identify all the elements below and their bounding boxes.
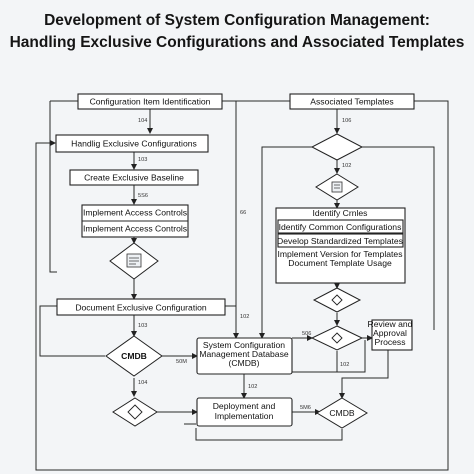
- node-associated-templates[interactable]: Associated Templates: [289, 93, 415, 110]
- node-system-config-mgmt-db[interactable]: System Configuration Management Database…: [196, 337, 293, 375]
- edge-label-104-top: 104: [138, 118, 147, 124]
- node-deployment-implementation[interactable]: Deployment and Implementation: [196, 397, 293, 427]
- config-item-identification-label: Configuration Item Identification: [90, 97, 211, 107]
- scmdb-label-3: (CMDB): [228, 358, 259, 368]
- review-label-2: Approval: [373, 328, 407, 338]
- document-icon: [126, 253, 142, 268]
- access-controls-label-2: Implement Access Controls: [83, 224, 187, 234]
- node-document-exclusive[interactable]: Document Exclusive Configuration: [56, 298, 226, 316]
- edge-diamond-left-down: [259, 146, 312, 339]
- node-config-item-identification[interactable]: Configuration Item Identification: [77, 93, 223, 110]
- identify-common-label: Identify Common Configurations: [279, 222, 402, 232]
- decision-cmdb-left[interactable]: CMDB: [105, 335, 163, 377]
- develop-standardized-label: Develop Standardized Templates: [277, 236, 403, 246]
- edge-label-5s6: 5S6: [138, 193, 148, 199]
- connectors: [35, 100, 449, 471]
- edge-label-102-bottom-right: 102: [340, 362, 349, 368]
- edge-label-5m6: 5M6: [300, 405, 311, 411]
- scmdb-label-1: System Configuration: [203, 340, 285, 350]
- node-access-controls[interactable]: Implement Access Controls Implement Acce…: [81, 204, 189, 238]
- edge-label-506: 506: [302, 331, 311, 337]
- create-baseline-label: Create Exclusive Baseline: [84, 173, 184, 183]
- decision-cmdb-bottom[interactable]: CMDB: [316, 397, 368, 429]
- decision-diamond-right-4[interactable]: [310, 325, 364, 351]
- edge-right-outer: [362, 146, 435, 330]
- edge-bottom-return-left: [35, 140, 56, 465]
- diagram-title-line-2: Handling Exclusive Configurations and As…: [9, 34, 465, 51]
- decision-diamond-left[interactable]: [109, 242, 159, 280]
- edge-review-to-cmdb: [339, 350, 389, 399]
- edge-left-outer-loop: [49, 101, 57, 273]
- implement-version-label: Implement Version for Templates: [278, 249, 403, 259]
- review-label-3: Process: [374, 337, 405, 347]
- document-icon: [331, 181, 343, 193]
- node-review-approval[interactable]: Review and Approval Process: [368, 319, 413, 351]
- cmdb-left-label: CMDB: [121, 351, 147, 361]
- decision-diamond-bottom-left[interactable]: [112, 397, 158, 427]
- access-controls-label-1: Implement Access Controls: [83, 208, 187, 218]
- node-handling-exclusive[interactable]: Handlig Exclusive Configurations: [55, 134, 209, 153]
- identify-crnles-label: Identify Crnles: [313, 208, 368, 218]
- handling-exclusive-label: Handlig Exclusive Configurations: [71, 139, 197, 149]
- review-label-1: Review and: [368, 319, 413, 329]
- deployment-label-2: Implementation: [215, 411, 274, 421]
- edge-label-102-right: 102: [342, 163, 351, 169]
- node-identify-group[interactable]: Identify Crnles Identify Common Configur…: [275, 207, 406, 284]
- scmdb-label-2: Management Database: [199, 349, 289, 359]
- edge-right-to-scmdb: [290, 340, 366, 373]
- edge-label-50m: 50M: [176, 359, 187, 365]
- diagram-title-line-1: Development of System Configuration Mana…: [44, 12, 430, 29]
- edge-label-66: 66: [240, 210, 246, 216]
- node-create-baseline[interactable]: Create Exclusive Baseline: [69, 169, 199, 186]
- associated-templates-label: Associated Templates: [310, 97, 393, 107]
- edge-label-103-top: 103: [138, 157, 147, 163]
- deployment-label-1: Deployment and: [213, 401, 276, 411]
- edge-label-106: 106: [342, 118, 351, 124]
- edge-label-102-lower: 102: [248, 384, 257, 390]
- decision-diamond-right-2[interactable]: [315, 173, 359, 201]
- edge-labels: 104 103 5S6 103 104 106 102 66 102 506 5…: [138, 118, 351, 411]
- cmdb-bottom-label: CMDB: [329, 408, 355, 418]
- document-exclusive-label: Document Exclusive Configuration: [75, 303, 207, 313]
- decision-diamond-right-1[interactable]: [310, 133, 364, 161]
- decision-diamond-right-3[interactable]: [312, 287, 362, 313]
- edge-outer-right-loop: [35, 100, 449, 471]
- edge-cmdb-bottom-loop: [195, 428, 343, 441]
- edge-label-103-mid: 103: [138, 323, 147, 329]
- edge-label-104-bottom: 104: [138, 380, 147, 386]
- edge-left-to-cmdb: [39, 305, 105, 357]
- document-template-usage-label: Document Template Usage: [288, 258, 392, 268]
- edge-label-102-center: 102: [240, 314, 249, 320]
